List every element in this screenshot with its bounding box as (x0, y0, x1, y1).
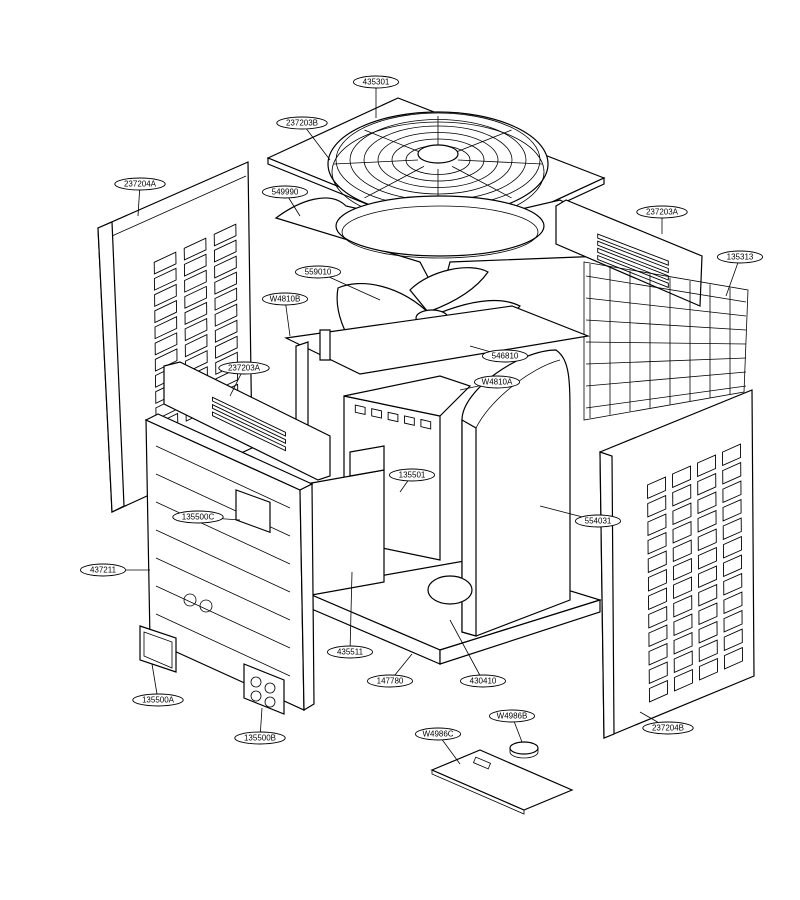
part-number-label: W4810B (270, 295, 301, 304)
part-number-label: 147780 (377, 677, 404, 686)
part-callout: W4810B (261, 292, 309, 306)
part-callout: 237203B (276, 116, 328, 130)
part-callout: 435511 (326, 645, 374, 659)
part-callout: 135500A (132, 693, 184, 707)
leader-line (349, 571, 353, 653)
part-number-label: 546810 (492, 352, 519, 361)
part-number-label: 135500C (182, 513, 215, 522)
leader-line (725, 256, 741, 297)
part-number-label: 437211 (90, 566, 117, 575)
part-number-label: 237204A (124, 180, 157, 189)
part-callout: 135500C (172, 510, 224, 524)
part-callout: 559010 (294, 265, 342, 279)
part-callout: 546810 (481, 349, 529, 363)
part-callout: W4986B (488, 709, 536, 723)
right-front-side-panel (599, 389, 755, 739)
part-callout: 554031 (574, 514, 622, 528)
part-number-label: W4986C (422, 730, 453, 739)
part-callout: 549990 (261, 185, 309, 199)
part-number-label: 554031 (585, 517, 612, 526)
right-rear-top-panel (555, 199, 703, 307)
part-number-label: 135313 (727, 253, 754, 262)
part-callout: W4810A (473, 375, 521, 389)
cover-plate-a (139, 625, 177, 673)
fan-grille (327, 111, 549, 223)
part-callout: 147780 (366, 674, 414, 688)
part-number-label: 135500A (142, 696, 175, 705)
part-callout: 430410 (459, 674, 507, 688)
compressor-housing (427, 349, 571, 637)
base-plate (430, 749, 574, 815)
part-callout: 237204A (114, 177, 166, 191)
part-callout: 135501 (388, 468, 436, 482)
part-number-label: 237204B (652, 724, 684, 733)
cover-plate-b (243, 663, 285, 715)
drain-cap (509, 741, 539, 759)
part-callout: 435301 (352, 75, 400, 89)
part-callout: 437211 (79, 563, 127, 577)
front-left-upper-panel (163, 361, 331, 481)
part-callout: 237203A (218, 361, 270, 375)
part-callout: 135500B (234, 731, 286, 745)
electrical-panel (305, 445, 385, 597)
part-callout: 237204B (642, 721, 694, 735)
part-number-label: 237203B (286, 119, 318, 128)
part-number-label: W4810A (482, 378, 513, 387)
part-number-label: 135501 (399, 471, 426, 480)
part-number-label: 559010 (305, 268, 332, 277)
part-callout: W4986C (414, 727, 462, 741)
leader-line (449, 619, 484, 682)
part-callout: 237203A (636, 205, 688, 219)
wire-guard-grid (583, 261, 749, 421)
front-panel (144, 413, 315, 712)
part-number-label: 430410 (470, 677, 497, 686)
part-number-label: 549990 (272, 188, 299, 197)
part-number-label: W4986B (497, 712, 528, 721)
part-number-label: 435511 (337, 648, 364, 657)
part-number-label: 237203A (228, 364, 261, 373)
part-number-label: 237203A (646, 208, 679, 217)
part-callout: 135313 (716, 250, 764, 264)
part-number-label: 135500B (244, 734, 276, 743)
part-number-label: 435301 (363, 78, 390, 87)
